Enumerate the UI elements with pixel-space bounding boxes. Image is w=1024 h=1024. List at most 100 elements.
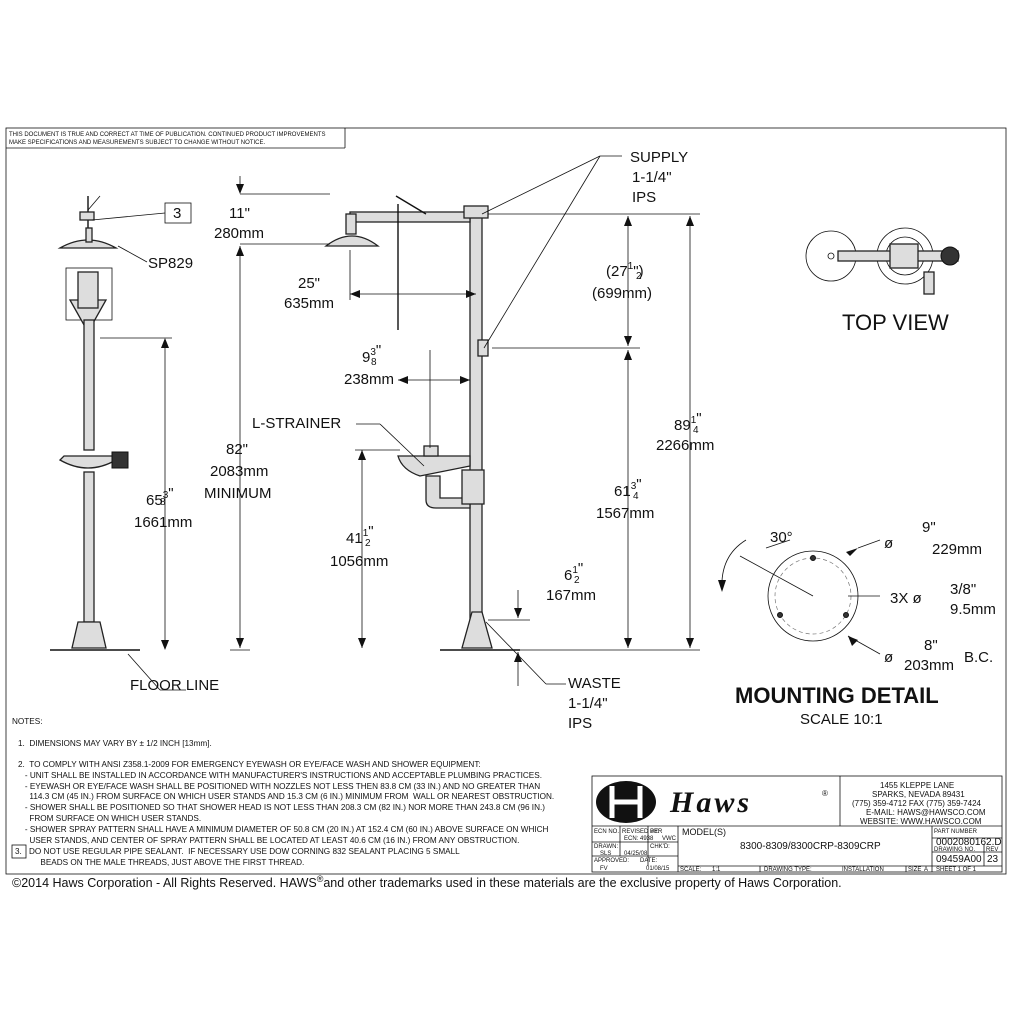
eyewash-bowl-front (58, 455, 118, 469)
drawn-label: DRAWN: (594, 844, 618, 850)
dim-41-denom: 2 (365, 538, 371, 549)
scale-label: SCALE: (680, 867, 702, 873)
dim-89-denom: 4 (693, 425, 699, 436)
shower-arm (349, 211, 471, 223)
dim-25-in: 25" (298, 275, 320, 292)
top-view-label: TOP VIEW (842, 310, 949, 335)
mount-d9-in: 9" (922, 519, 936, 536)
supply-label-1: SUPPLY (630, 149, 688, 166)
drawing-no-label: DRAWING NO. (934, 847, 975, 853)
dim-27-denom: 2 (636, 271, 642, 282)
disclaimer-line-1: THIS DOCUMENT IS TRUE AND CORRECT AT TIM… (9, 132, 325, 138)
mount-d9-mm: 229mm (932, 541, 982, 558)
drawn-date: 04/25/08 (624, 851, 648, 857)
part-number-value: 0002080162.D (936, 837, 1002, 848)
dim-82-mm: 2083mm (210, 463, 268, 480)
sheet-label: SHEET 1 OF 1 (936, 867, 977, 873)
front-pipe-lower (83, 471, 95, 623)
size-label: SIZE (908, 867, 921, 873)
waste-label-1: WASTE (568, 675, 621, 692)
address-line-4: E-MAIL: HAWS@HAWSCO.COM (866, 808, 986, 817)
dim-27-open: (271") (606, 261, 644, 280)
dim-89-mm: 2266mm (656, 437, 714, 454)
address-line-5: WEBSITE: WWW.HAWSCO.COM (860, 817, 982, 826)
approved-value: FV (600, 866, 608, 872)
eyewash-bowl-side (397, 455, 471, 477)
title-block: Haws ® (591, 775, 1003, 873)
by-label: BY: (650, 829, 660, 835)
mount-bc-mm: 203mm (904, 657, 954, 674)
note-1: 1. DIMENSIONS MAY VARY BY ± 1/2 INCH [13… (18, 739, 212, 748)
approved-label: APPROVED: (594, 858, 629, 864)
models-value: 8300-8309/8300CRP-8309CRP (740, 841, 881, 852)
mount-dia-sym-1: ø (884, 535, 893, 552)
waste-label-3: IPS (568, 715, 592, 732)
mount-dia-sym-2: ø (884, 649, 893, 666)
drawing-type-value: INSTALLATION (842, 867, 884, 873)
address-line-1: 1455 KLEPPE LANE (880, 781, 954, 790)
dim-25-mm: 635mm (284, 295, 334, 312)
mounting-hole (843, 612, 849, 618)
dim-6-whole: 61" (564, 560, 583, 584)
dim-61-denom: 4 (633, 491, 639, 502)
dim-6-denom: 2 (574, 575, 580, 586)
mount-holes-prefix: 3X ø (890, 590, 922, 607)
rev-value: 23 (987, 854, 999, 865)
note-3-box (11, 844, 27, 859)
drawing-no-value: 09459A00 (936, 854, 982, 865)
dim-41-whole: 411" (346, 523, 374, 547)
copyright-registered: ® (316, 874, 324, 884)
sp829-label: SP829 (148, 255, 193, 272)
mount-holes-mm: 9.5mm (950, 601, 996, 618)
dim-89-whole: 891" (674, 410, 702, 434)
top-view (805, 227, 960, 295)
copyright-notice: ©2014 Haws Corporation - All Rights Rese… (12, 874, 842, 890)
l-strainer-label: L-STRAINER (252, 415, 341, 432)
mounting-hole (777, 612, 783, 618)
dim-9-whole: 93" (362, 342, 381, 366)
copyright-part-a: ©2014 Haws Corporation - All Rights Rese… (12, 876, 317, 891)
mounting-detail-title: MOUNTING DETAIL (735, 683, 939, 708)
front-view (50, 195, 172, 651)
dim-11-mm: 280mm (214, 225, 264, 242)
dim-9-mm: 238mm (344, 371, 394, 388)
notes-heading: NOTES: (12, 717, 43, 726)
mounting-detail-scale: SCALE 10:1 (800, 711, 883, 728)
logo-registered: ® (822, 789, 828, 798)
dim-82-in: 82" (226, 441, 248, 458)
haws-logo-icon (596, 781, 656, 823)
part-number-label: PART NUMBER (934, 829, 978, 835)
drawing-type-label: DRAWING TYPE: (764, 867, 812, 873)
scale-value: 1:1 (712, 867, 721, 873)
haws-logo-text: Haws (669, 786, 752, 819)
dim-65-denom: 8 (160, 497, 166, 508)
mounting-hole (810, 555, 816, 561)
mount-holes-in: 3/8" (950, 581, 976, 598)
mount-bc-in: 8" (924, 637, 938, 654)
by-value: VWC (662, 836, 677, 842)
note-2: 2. TO COMPLY WITH ANSI Z358.1-2009 FOR E… (18, 760, 555, 845)
copyright-part-b: and other trademarks used in these mater… (323, 876, 842, 891)
size-value: A (924, 867, 928, 873)
dim-61-mm: 1567mm (596, 505, 654, 522)
revised-per-label: REVISED PER (622, 829, 663, 835)
mounting-detail (718, 539, 881, 655)
waste-label-2: 1-1/4" (568, 695, 608, 712)
date-label: DATE: (640, 858, 658, 864)
ecn-no-label: ECN NO. (594, 829, 619, 835)
address-line-3: (775) 359-4712 FAX (775) 359-7424 (852, 799, 982, 808)
ecn-value: ECN: 4938 (624, 836, 654, 842)
approved-date: 01/08/15 (646, 866, 670, 872)
front-pipe-upper (83, 319, 95, 451)
models-label: MODEL(S) (682, 827, 726, 837)
address-line-2: SPARKS, NEVADA 89431 (872, 790, 965, 799)
dim-41-mm: 1056mm (330, 553, 388, 570)
floor-line-label: FLOOR LINE (130, 677, 219, 694)
disclaimer-line-2: MAKE SPECIFICATIONS AND MEASUREMENTS SUB… (9, 140, 265, 146)
supply-label-3: IPS (632, 189, 656, 206)
chkd-label: CHK'D: (650, 844, 670, 850)
rev-label: REV (986, 847, 998, 853)
dim-61-whole: 613" (614, 476, 642, 500)
dim-82-min: MINIMUM (204, 485, 272, 502)
